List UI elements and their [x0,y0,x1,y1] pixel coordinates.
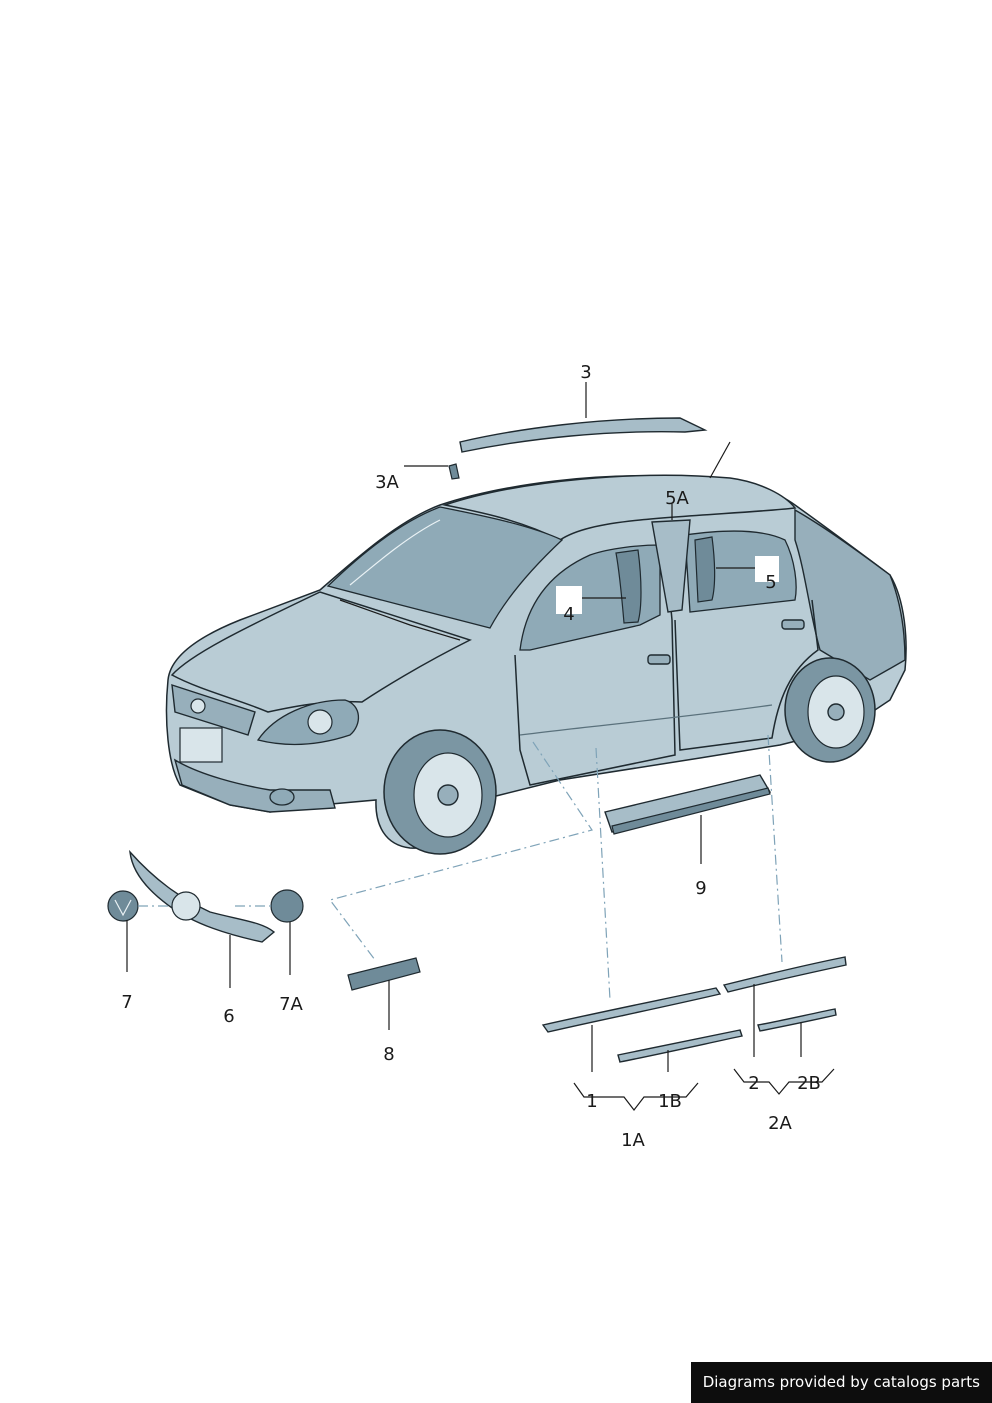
front-emblem [190,698,206,714]
label-bg-4 [556,586,582,614]
callout-2A: 2A [768,1113,792,1134]
callout-1B: 1B [658,1091,682,1112]
rear-door-moulding-part [722,956,847,993]
rear-door [674,599,819,751]
roof-antenna [709,441,731,479]
radiator-grille-part [129,849,276,943]
callout-2: 2 [748,1073,759,1094]
reference-lines [138,734,783,1001]
rear-door-handle [781,619,805,630]
callout-3A: 3A [375,472,399,493]
car-front-bumper [173,758,336,813]
emblem-backing-part [270,889,304,923]
trim-strip-part [347,957,421,991]
license-plate [179,727,223,763]
front-door-moulding-insert-part [617,1029,743,1063]
callout-5A: 5A [665,488,689,509]
front-wheel [383,729,497,855]
footer-credit: Diagrams provided by catalogs parts [690,1362,992,1403]
car-front-grille [171,683,256,736]
callout-3: 3 [580,362,591,383]
grille-emblem-mount [171,891,201,921]
car-windshield [326,506,564,629]
b-pillar-trim-rear [694,536,716,603]
callout-9: 9 [695,878,706,899]
car-illustration [165,441,907,855]
front-door-moulding-part [541,987,722,1033]
rear-wheel [784,657,876,763]
b-pillar-cover [651,519,691,613]
callout-2B: 2B [797,1073,821,1094]
callout-8: 8 [383,1044,394,1065]
callout-7: 7 [121,992,132,1013]
roof-clip-part [448,463,460,480]
car-rear-side [794,508,906,681]
label-bg-5 [755,556,779,582]
fog-light [269,788,295,806]
front-emblem-part [107,890,139,922]
callout-6: 6 [223,1006,234,1027]
car-hood [170,591,472,713]
callout-1A: 1A [621,1130,645,1151]
callout-5: 5 [765,572,776,593]
roof-moulding-part [459,417,708,453]
callout-1: 1 [586,1091,597,1112]
b-pillar-trim-front [615,549,642,624]
front-door-handle [647,654,671,665]
callout-7A: 7A [279,994,303,1015]
callout-4: 4 [563,604,574,625]
rear-door-moulding-insert-part [757,1008,837,1032]
